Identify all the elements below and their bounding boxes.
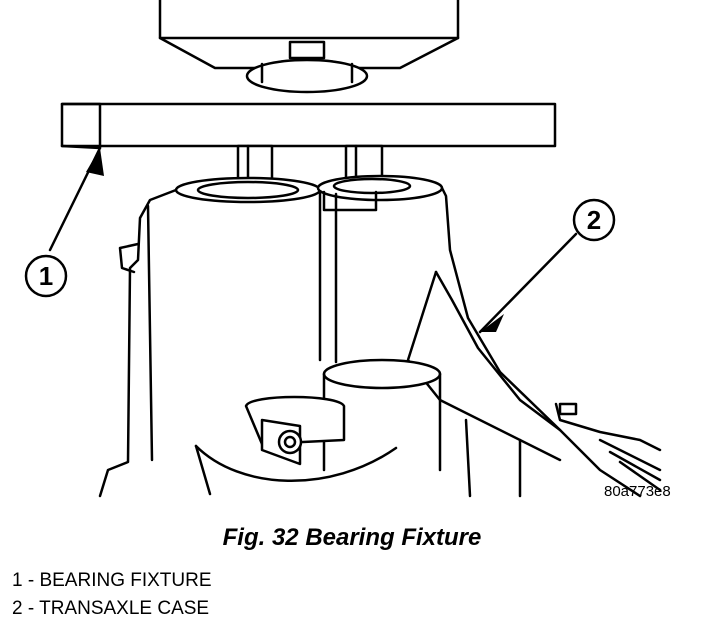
image-code: 80a773e8 (604, 483, 671, 500)
callout-arrowhead-1 (86, 148, 104, 176)
bearing-fixture-illustration: 1 2 80a773e8 (24, 0, 671, 500)
figure-caption: Fig. 32 Bearing Fixture (222, 524, 482, 551)
callout-1-number: 1 (39, 261, 53, 291)
callout-arrowhead-2 (480, 314, 504, 332)
callout-2: 2 (572, 198, 616, 242)
callout-1: 1 (24, 254, 68, 298)
legend-item-2: 2 - TRANSAXLE CASE (12, 598, 210, 619)
press-ram (158, 0, 460, 94)
bearing-fixture-plate (60, 102, 557, 150)
legend-item-1: 1 - BEARING FIXTURE (12, 570, 212, 591)
transaxle-case (98, 174, 662, 498)
callout-2-number: 2 (587, 205, 601, 235)
callout-leader-2 (478, 232, 578, 334)
